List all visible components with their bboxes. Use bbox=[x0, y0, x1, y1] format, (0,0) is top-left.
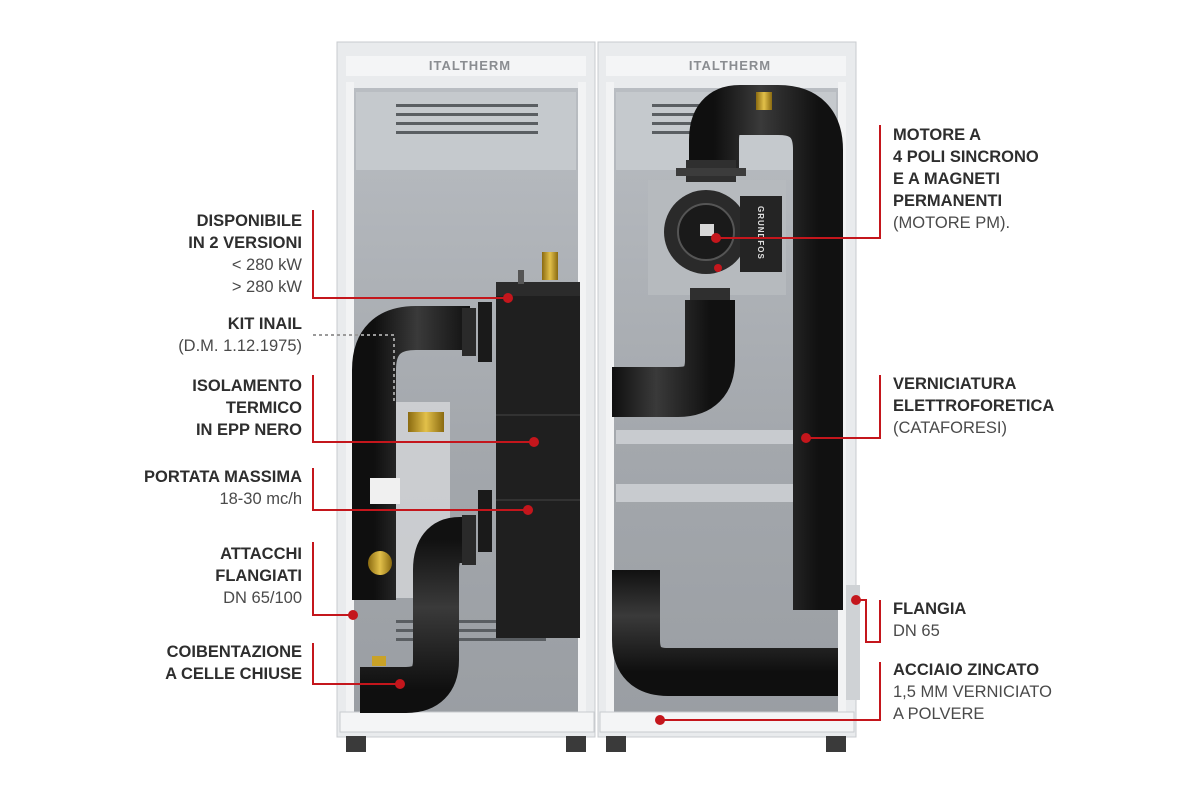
callout-kit-inail-line1: KIT INAIL bbox=[227, 315, 302, 333]
callout-motore-line1: MOTORE A bbox=[893, 126, 982, 144]
callout-isolamento-line3: IN EPP NERO bbox=[195, 421, 302, 439]
callout-coibentazione: COIBENTAZIONE A CELLE CHIUSE bbox=[165, 641, 302, 685]
callout-disponibile-line1: DISPONIBILE bbox=[196, 212, 302, 230]
pipe-lower-left bbox=[360, 517, 470, 713]
pump-brand: GRUNDFOS bbox=[756, 206, 765, 260]
callout-attacchi-line2: FLANGIATI bbox=[215, 567, 302, 585]
callout-isolamento-line1: ISOLAMENTO bbox=[192, 377, 302, 395]
callout-kit-inail-line2: (D.M. 1.12.1975) bbox=[178, 337, 302, 355]
dot-flangia bbox=[851, 595, 861, 605]
callout-verniciatura-line3: (CATAFORESI) bbox=[893, 419, 1007, 437]
callout-verniciatura-line1: VERNICIATURA bbox=[893, 375, 1017, 393]
callout-acciaio: ACCIAIO ZINCATO 1,5 MM VERNICIATO A POLV… bbox=[893, 659, 1052, 725]
dot-verniciatura bbox=[801, 433, 811, 443]
pipe-right-vertical bbox=[689, 85, 843, 610]
callout-motore-line4: PERMANENTI bbox=[893, 192, 1003, 210]
callout-isolamento: ISOLAMENTO TERMICO IN EPP NERO bbox=[192, 375, 302, 441]
dot-acciaio bbox=[655, 715, 665, 725]
callout-motore-line3: E A MAGNETI bbox=[893, 170, 1000, 188]
callout-disponibile: DISPONIBILE IN 2 VERSIONI < 280 kW > 280… bbox=[188, 210, 302, 298]
dot-attacchi bbox=[348, 610, 358, 620]
callout-motore-line5: (MOTORE PM). bbox=[893, 214, 1011, 232]
callout-motore-line2: 4 POLI SINCRONO bbox=[893, 148, 1039, 166]
callout-coibentazione-line1: COIBENTAZIONE bbox=[166, 643, 302, 661]
callout-acciaio-line1: ACCIAIO ZINCATO bbox=[893, 661, 1040, 679]
callout-disponibile-line2: IN 2 VERSIONI bbox=[188, 234, 302, 252]
pipe-pump-outlet bbox=[612, 300, 735, 417]
callout-attacchi-line3: DN 65/100 bbox=[223, 589, 302, 607]
callout-kit-inail: KIT INAIL (D.M. 1.12.1975) bbox=[178, 313, 302, 357]
dot-coibentazione bbox=[395, 679, 405, 689]
callout-flangia-line2: DN 65 bbox=[893, 622, 940, 640]
callout-flangia-line1: FLANGIA bbox=[893, 600, 967, 618]
callout-verniciatura: VERNICIATURA ELETTROFORETICA (CATAFORESI… bbox=[893, 373, 1054, 439]
callout-attacchi-line1: ATTACCHI bbox=[220, 545, 302, 563]
dot-insulation bbox=[529, 437, 539, 447]
callout-portata-line2: 18-30 mc/h bbox=[219, 490, 302, 508]
kit-inail-leader bbox=[313, 334, 395, 402]
pipe-lower-right bbox=[612, 570, 838, 696]
dot-separator bbox=[503, 293, 513, 303]
callout-acciaio-line2: 1,5 MM VERNICIATO bbox=[893, 683, 1052, 701]
callout-acciaio-line3: A POLVERE bbox=[893, 705, 985, 723]
callout-verniciatura-line2: ELETTROFORETICA bbox=[893, 397, 1055, 415]
hydraulic-separator bbox=[496, 252, 580, 638]
callout-motore: MOTORE A 4 POLI SINCRONO E A MAGNETI PER… bbox=[893, 124, 1039, 234]
callout-portata-line1: PORTATA MASSIMA bbox=[144, 468, 302, 486]
callout-flangia: FLANGIA DN 65 bbox=[893, 598, 966, 642]
dot-portata bbox=[523, 505, 533, 515]
callout-attacchi: ATTACCHI FLANGIATI DN 65/100 bbox=[215, 543, 302, 609]
dot-motore bbox=[711, 233, 721, 243]
right-logo: ITALTHERM bbox=[689, 58, 771, 73]
callout-coibentazione-line2: A CELLE CHIUSE bbox=[165, 665, 302, 683]
callout-isolamento-line2: TERMICO bbox=[225, 399, 302, 417]
callout-portata: PORTATA MASSIMA 18-30 mc/h bbox=[144, 466, 302, 510]
pipe-upper-left bbox=[352, 306, 470, 600]
callout-disponibile-line3: < 280 kW bbox=[231, 256, 302, 274]
callout-disponibile-line4: > 280 kW bbox=[231, 278, 302, 296]
left-logo: ITALTHERM bbox=[429, 58, 511, 73]
